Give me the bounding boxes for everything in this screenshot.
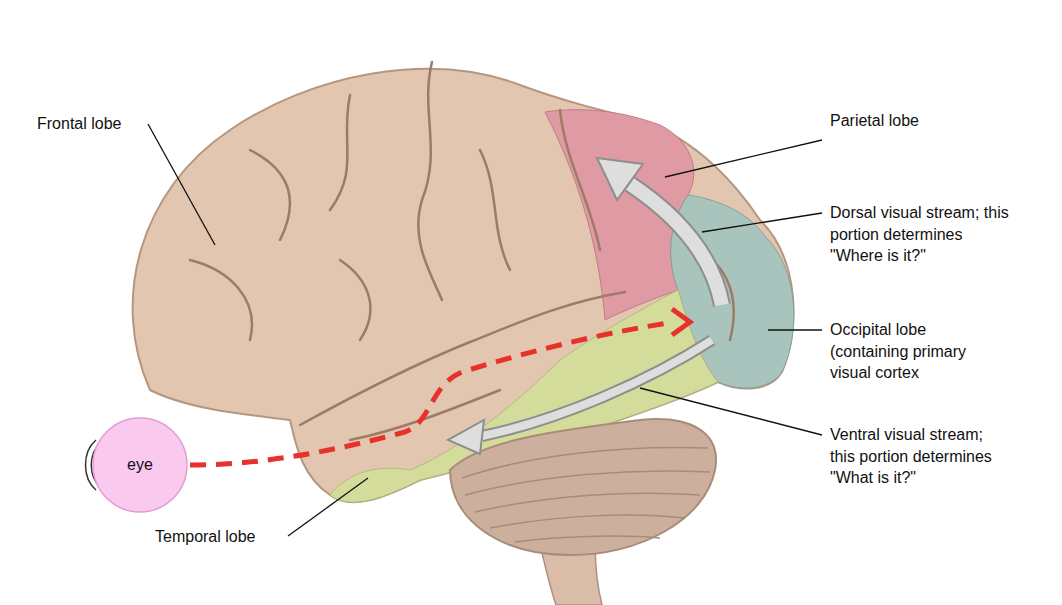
dorsal-arrow <box>630 184 722 305</box>
lobe-label: Frontal lobe <box>37 113 167 135</box>
leader-lines <box>148 124 822 536</box>
ventral-arrow-outline <box>482 340 712 436</box>
dorsal-arrowhead <box>597 158 643 200</box>
node-text: eye <box>127 456 153 474</box>
eye-circle: eye <box>92 417 188 513</box>
stream-label: Dorsal visual stream; this portion deter… <box>830 202 1010 267</box>
lobe-label: Parietal lobe <box>830 110 990 132</box>
lobe-label: Occipital lobe (containing primary visua… <box>830 319 995 384</box>
stream-label: Ventral visual stream; this portion dete… <box>830 424 1010 489</box>
sulci <box>190 62 734 440</box>
ventral-arrowhead <box>448 420 484 454</box>
optic-arrowhead <box>672 309 690 335</box>
ventral-arrow <box>482 340 712 436</box>
eye-outline <box>93 418 187 512</box>
lobe-label: Temporal lobe <box>155 526 305 548</box>
cerebellum-folds <box>462 447 710 542</box>
dorsal-arrow-outline <box>630 184 722 305</box>
